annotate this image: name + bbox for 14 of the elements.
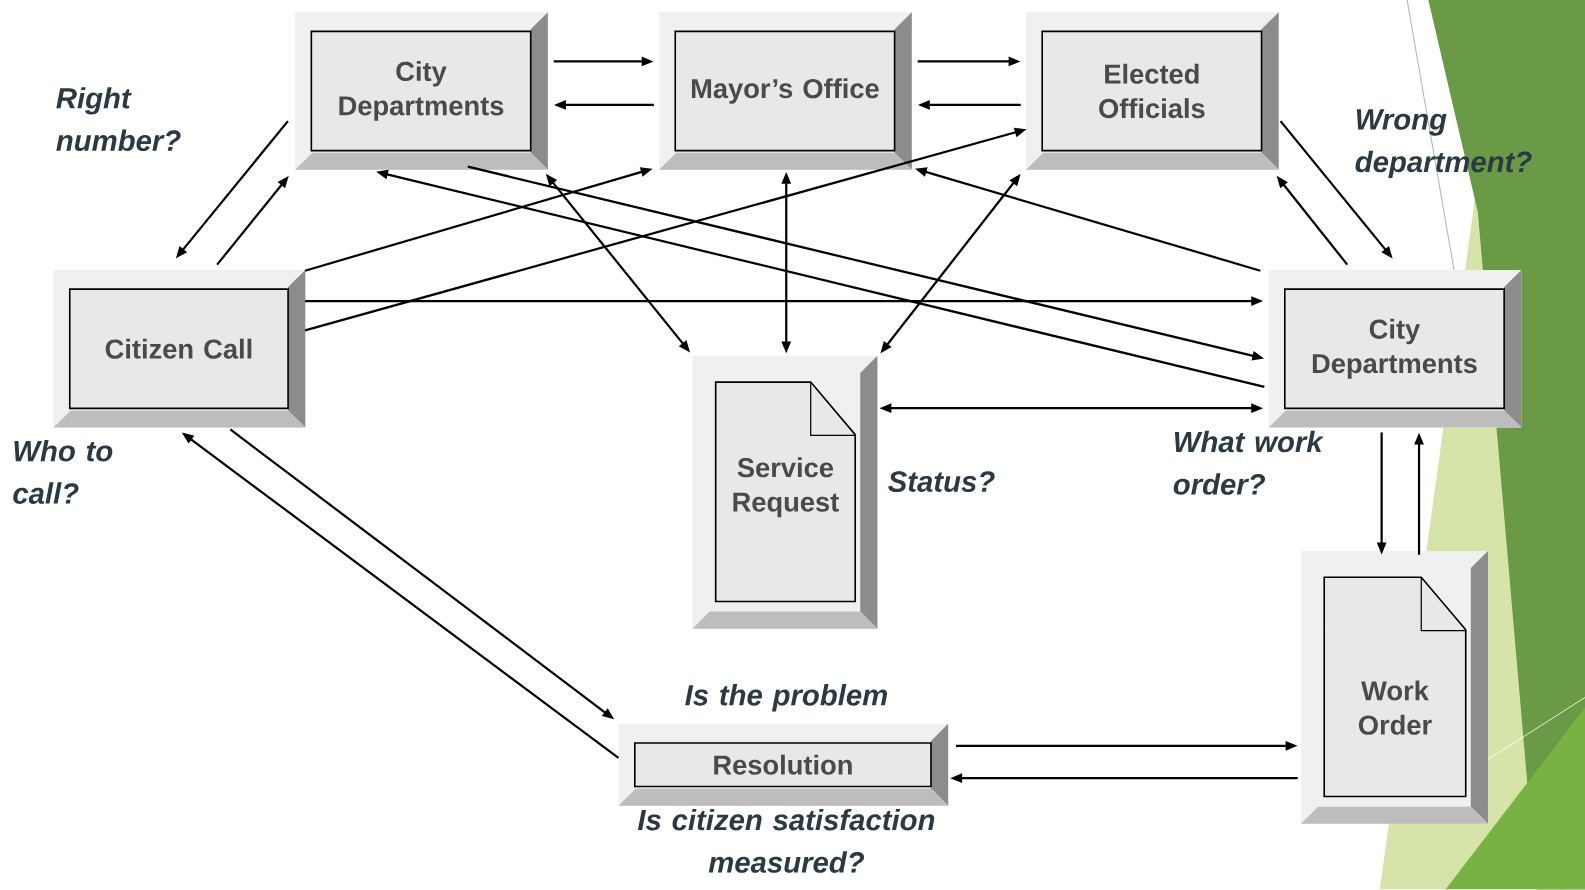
process-box: City Departments — [1268, 270, 1522, 428]
process-box: Citizen Call — [53, 270, 306, 428]
process-box: City Departments — [295, 12, 548, 171]
question-text: Right number? — [56, 87, 181, 152]
process-box: Elected Officials — [1026, 12, 1279, 171]
document-box: Work Order — [1300, 551, 1488, 825]
process-box: Mayor’s Office — [659, 12, 912, 171]
question-text: Is the problem — [685, 684, 887, 712]
question-text: What work order? — [1173, 431, 1324, 496]
question-text: Who to call? — [13, 440, 113, 505]
question-text: Status? — [888, 471, 995, 493]
process-box: Resolution — [618, 724, 949, 806]
document-box: Service Request — [692, 356, 878, 629]
question-text: Is citizen satisfaction measured? — [637, 809, 935, 874]
